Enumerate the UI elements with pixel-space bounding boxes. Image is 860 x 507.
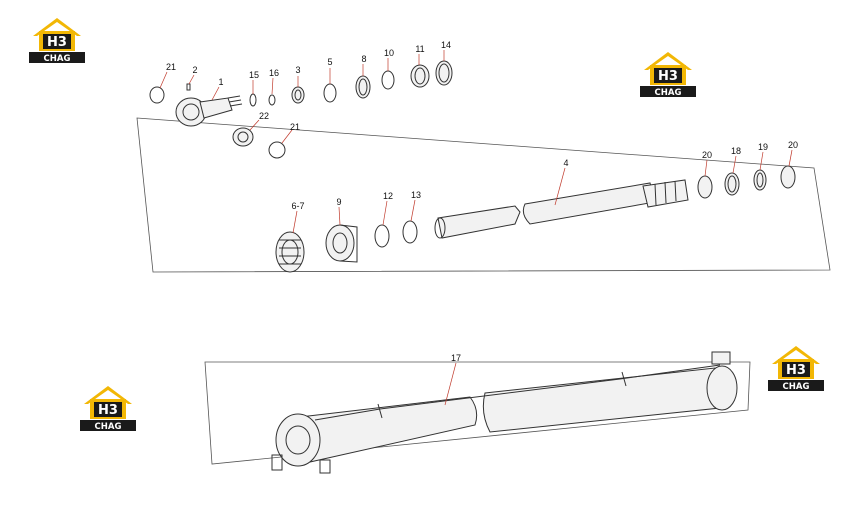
rod-assembly-frame — [136, 117, 831, 273]
svg-text:CHAG: CHAG — [655, 88, 682, 98]
leader-1 — [211, 86, 220, 101]
callout-22: 22 — [259, 111, 269, 121]
part-snap-ring-21-top — [149, 86, 165, 104]
part-oring-12 — [374, 224, 390, 248]
callout-20-left: 20 — [702, 150, 712, 160]
leader-22 — [249, 119, 260, 131]
callout-17: 17 — [451, 353, 461, 363]
part-bushing-20-left — [697, 175, 713, 199]
callout-18: 18 — [731, 146, 741, 156]
part-piston-ring-6-7 — [275, 231, 305, 273]
part-bearing-22 — [232, 127, 254, 147]
brand-logo: H3 CHAG — [638, 48, 698, 98]
leader-6-7 — [292, 210, 298, 234]
cylinder-tube-frame — [204, 361, 751, 465]
callout-4: 4 — [563, 158, 568, 168]
leader-17 — [444, 362, 457, 406]
callout-6-7: 6-7 — [291, 201, 304, 211]
callout-21-lower: 21 — [290, 122, 300, 132]
leader-13 — [410, 199, 416, 222]
part-oring-5 — [323, 83, 337, 103]
callout-3: 3 — [295, 65, 300, 75]
callout-11: 11 — [415, 44, 424, 54]
callout-16: 16 — [269, 68, 279, 78]
svg-text:H3: H3 — [47, 35, 67, 50]
callout-8: 8 — [361, 54, 366, 64]
leader-16 — [271, 77, 274, 95]
brand-logo: H3 CHAG — [78, 382, 138, 432]
part-seal-16 — [268, 94, 276, 106]
svg-text:H3: H3 — [98, 403, 118, 418]
leader-21-top — [159, 71, 168, 89]
part-ring-14 — [435, 60, 453, 86]
callout-14: 14 — [441, 40, 451, 50]
leader-21-lower — [281, 129, 293, 144]
svg-text:H3: H3 — [786, 363, 806, 378]
leader-20-left — [704, 159, 708, 177]
leader-12 — [382, 200, 388, 226]
callout-10: 10 — [384, 48, 394, 58]
callout-19: 19 — [758, 142, 768, 152]
part-pin-2 — [186, 83, 191, 91]
leader-19 — [759, 151, 764, 171]
leader-20-right — [788, 149, 793, 167]
part-piston-rod-4 — [434, 179, 689, 239]
part-guide-11 — [410, 64, 430, 88]
brand-logo: H3 CHAG — [766, 342, 826, 392]
part-seal-8 — [355, 75, 371, 99]
callout-9: 9 — [336, 197, 341, 207]
part-ring-10 — [381, 70, 395, 90]
part-seal-18 — [724, 172, 740, 196]
leader-18 — [732, 155, 737, 174]
part-nut-3 — [291, 86, 305, 104]
leader-4 — [554, 167, 566, 206]
callout-13: 13 — [411, 190, 421, 200]
svg-text:CHAG: CHAG — [95, 422, 122, 432]
callout-2: 2 — [192, 65, 197, 75]
part-piston-9 — [325, 224, 358, 263]
part-oring-13 — [402, 220, 418, 244]
part-seal-15 — [249, 93, 257, 107]
callout-5: 5 — [327, 57, 332, 67]
callout-1: 1 — [218, 77, 223, 87]
svg-text:CHAG: CHAG — [783, 382, 810, 392]
part-cylinder-tube-17 — [271, 351, 738, 474]
callout-21-top: 21 — [166, 62, 176, 72]
callout-12: 12 — [383, 191, 393, 201]
callout-20-right: 20 — [788, 140, 798, 150]
svg-text:CHAG: CHAG — [44, 54, 71, 64]
part-seal-19 — [753, 169, 767, 191]
part-bushing-20-right — [780, 165, 796, 189]
part-rod-eye-1 — [175, 95, 243, 127]
leader-2 — [188, 74, 195, 85]
callout-15: 15 — [249, 70, 259, 80]
leader-9 — [338, 206, 341, 226]
brand-logo: H3 CHAG — [27, 14, 87, 64]
svg-text:H3: H3 — [658, 69, 678, 84]
part-snap-ring-21-lower — [268, 141, 286, 159]
